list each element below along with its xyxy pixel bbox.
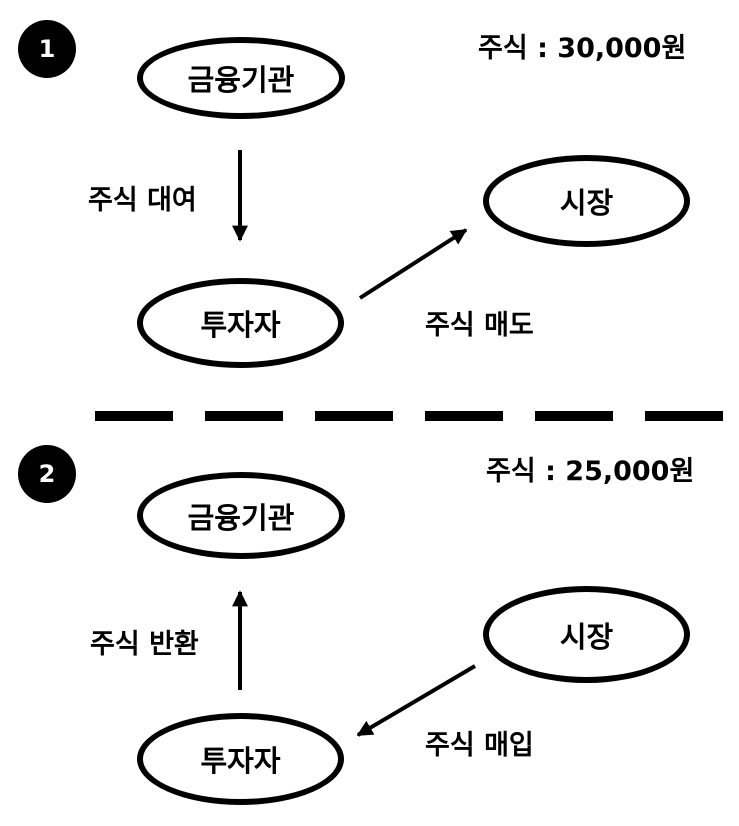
step-2-buy-label: 주식 매입 bbox=[425, 730, 534, 761]
step-1-investor-label: 투자자 bbox=[200, 308, 281, 342]
step-1-borrow-label: 주식 대여 bbox=[88, 185, 197, 216]
step-1-investor-node: 투자자 bbox=[137, 278, 344, 368]
step-2-investor-label: 투자자 bbox=[200, 744, 281, 778]
step-2-lender-node: 금융기관 bbox=[137, 472, 345, 559]
step-2-investor-node: 투자자 bbox=[137, 713, 344, 805]
step-1-sell-label: 주식 매도 bbox=[425, 310, 534, 341]
step-2-market-label: 시장 bbox=[559, 619, 614, 654]
step-1-market-node: 시장 bbox=[483, 155, 690, 247]
step-1-badge: 1 bbox=[18, 20, 76, 78]
buy-arrow bbox=[356, 664, 477, 737]
step-1-lender-node: 금융기관 bbox=[137, 37, 345, 119]
step-2-badge: 2 bbox=[18, 445, 76, 503]
step-2-lender-label: 금융기관 bbox=[187, 500, 295, 535]
step-2-market-node: 시장 bbox=[483, 586, 690, 683]
step-2-return-label: 주식 반환 bbox=[90, 629, 199, 660]
sell-arrow bbox=[358, 228, 468, 300]
step-1-market-label: 시장 bbox=[559, 186, 614, 220]
step-2-price: 주식 : 25,000원 bbox=[486, 456, 695, 487]
step-1-lender-label: 금융기관 bbox=[187, 63, 295, 97]
step-1-price: 주식 : 30,000원 bbox=[478, 33, 687, 64]
